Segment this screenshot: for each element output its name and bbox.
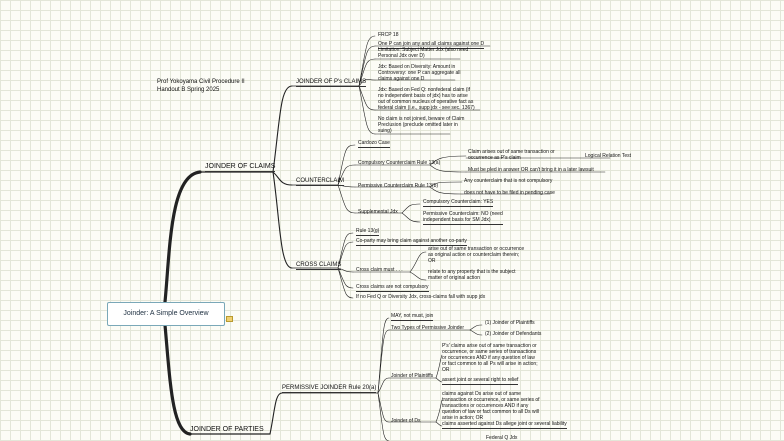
node-compulsory-yes[interactable]: Compulsory Counterclaim: YES (423, 199, 494, 207)
node-must-be-pled[interactable]: Must be pled in answer OR can't bring it… (468, 167, 594, 173)
node-jdx-diversity[interactable]: Jdx: Based on Diversity: Amount in Contr… (378, 64, 461, 82)
course-header: Prof Yokoyama Civil Procedure II Handout… (157, 78, 245, 94)
node-joinder-of-ps-claims[interactable]: JOINDER OF P's CLAIMS (296, 79, 367, 87)
node-permissive-joinder[interactable]: PERMISSIVE JOINDER Rule 20(a) (282, 385, 377, 393)
node-limitation[interactable]: Limitation: Subject Matter Jdx (also nee… (378, 47, 469, 59)
node-joinder-of-plaintiffs[interactable]: Joinder of Plaintiffs (391, 373, 434, 379)
node-may-not-must[interactable]: MAY, not must, join (391, 313, 434, 321)
node-ps-claims-arise[interactable]: P's' claims arise out of same transactio… (442, 343, 538, 373)
node-not-compulsory-cross[interactable]: Cross claims are not compulsory (356, 284, 429, 292)
node-not-compulsory[interactable]: Any counterclaim that is not compulsory (464, 178, 553, 184)
node-permissive-no[interactable]: Permissive Counterclaim: NO (need indepe… (423, 211, 503, 225)
node-frcp-18[interactable]: FRCP 18 (378, 32, 399, 38)
node-joinder-of-defendants-type[interactable]: (2) Joinder of Defendants (485, 331, 542, 337)
root-node[interactable]: Joinder: A Simple Overview (107, 302, 225, 326)
node-joinder-of-parties[interactable]: JOINDER OF PARTIES (190, 426, 264, 433)
node-joint-several-liability[interactable]: claims asserted against Ds allege joint … (442, 421, 567, 429)
node-cross-claims[interactable]: CROSS CLAIMS (296, 262, 342, 270)
node-joinder-of-ds[interactable]: Joinder of Ds (391, 418, 421, 424)
node-jdx-fedq[interactable]: Jdx: Based on Fed Q: nonfederal claim (i… (378, 87, 475, 111)
node-cross-claim-must[interactable]: Cross claim must . . . (356, 267, 403, 273)
node-logical-relation-test[interactable]: Logical Relation Test (585, 153, 632, 159)
node-same-transaction[interactable]: Claim arises out of same transaction or … (468, 149, 555, 161)
node-cardozo-case[interactable]: Cardozo Case (358, 140, 390, 148)
note-icon[interactable] (226, 316, 233, 322)
course-title: Prof Yokoyama Civil Procedure II (157, 79, 245, 85)
node-coparty[interactable]: Co-party may bring claim against another… (356, 238, 467, 246)
node-federal-q-jdx[interactable]: Federal Q Jdx (486, 435, 518, 441)
course-subtitle: Handout B Spring 2025 (157, 87, 220, 93)
node-joinder-of-plaintiffs-type[interactable]: (1) Joinder of Plaintiffs (485, 320, 535, 326)
node-claim-preclusion[interactable]: No claim is not joined, beware of Claim … (378, 116, 465, 134)
node-arise-same-transaction[interactable]: arise out of same transaction or occurre… (428, 246, 525, 264)
node-permissive-counterclaim[interactable]: Permissive Counterclaim Rule 13(b) (358, 183, 439, 189)
node-no-fed-q[interactable]: If no Fed Q or Diversity Jdx, cross-clai… (356, 294, 486, 300)
node-joint-several-right[interactable]: assert joint or several right to relief (442, 377, 519, 385)
node-rule-13g[interactable]: Rule 13(g) (356, 228, 380, 236)
node-supplemental-jdx[interactable]: Supplemental Jdx (358, 209, 398, 215)
node-claims-against-ds[interactable]: claims against Ds arise out of same tran… (442, 391, 540, 421)
node-joinder-of-claims[interactable]: JOINDER OF CLAIMS (205, 163, 276, 172)
node-not-filed-pending[interactable]: does not have to be filed in pending cas… (464, 190, 555, 196)
node-counterclaim[interactable]: COUNTERCLAIM (296, 178, 345, 186)
node-compulsory-counterclaim[interactable]: Compulsory Counterclaim Rule 13(a) (358, 160, 441, 166)
node-two-types[interactable]: Two Types of Permissive Joinder (391, 325, 464, 331)
node-relate-property[interactable]: relate to any property that is the subje… (428, 269, 516, 281)
node-one-p-join[interactable]: One P can join any and all claims agains… (378, 41, 485, 49)
